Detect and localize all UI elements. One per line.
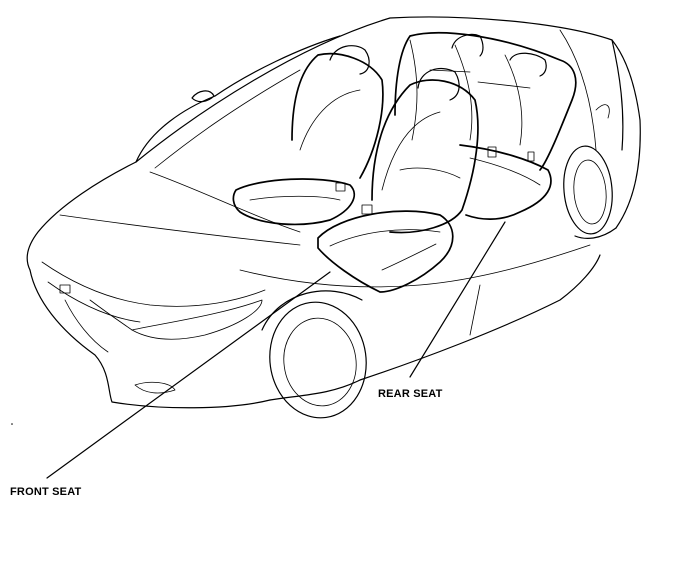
stray-dot	[11, 423, 13, 425]
front-wheel	[261, 290, 367, 419]
front-seat-label: FRONT SEAT	[10, 486, 82, 498]
front-passenger-seat-drawing	[232, 45, 384, 226]
rear-seat-drawing	[394, 32, 577, 220]
rear-seat-label: REAR SEAT	[378, 388, 443, 400]
front-seat-leader-line	[46, 271, 331, 479]
front-driver-seat-drawing	[317, 67, 479, 293]
leader-lines	[46, 221, 506, 479]
rear-seat-leader-line	[409, 221, 506, 378]
car-body	[26, 16, 641, 409]
rear-wheel	[563, 145, 613, 235]
